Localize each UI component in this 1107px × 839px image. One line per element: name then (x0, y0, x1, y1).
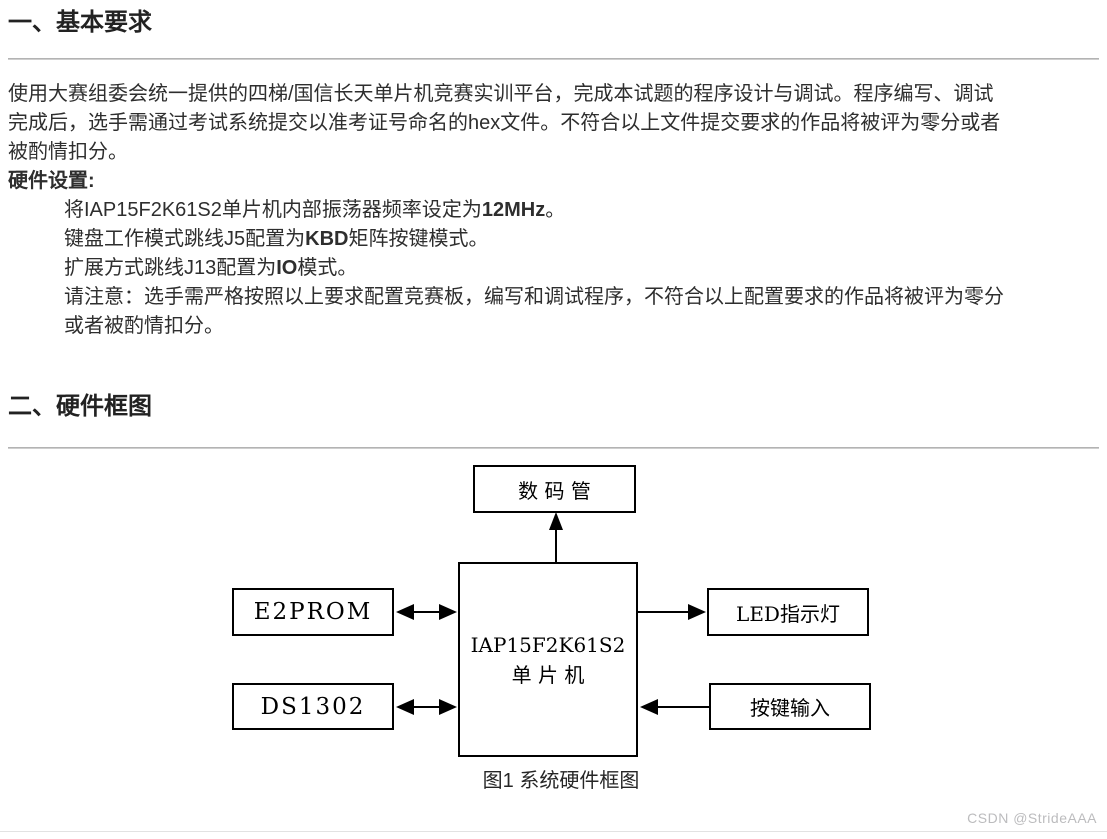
divider (8, 447, 1099, 449)
setup-line-text: 矩阵按键模式。 (348, 228, 489, 250)
setup-line: 扩展方式跳线J13配置为IO模式。 (8, 254, 1103, 283)
setup-line-text: 键盘工作模式跳线J5配置为 (64, 228, 306, 250)
block-label: IAP15F2K61S2 (470, 632, 626, 657)
section-title-basic-requirements: 一、基本要求 (8, 9, 152, 36)
block-label: E2PROM (253, 599, 373, 625)
paragraph-line: 完成后，选手需通过考试系统提交以准考证号命名的hex文件。不符合以上文件提交要求… (8, 112, 1001, 134)
setup-line: 或者被酌情扣分。 (8, 312, 1103, 341)
arrow-keys-to-mcu (640, 699, 709, 715)
setup-line-bold: KBD (305, 228, 349, 250)
setup-line-text: 将IAP15F2K61S2单片机内部振荡器频率设定为 (64, 199, 482, 221)
block-label: 数 码 管 (518, 478, 591, 503)
arrow-ds1302-mcu-bidirectional (396, 699, 457, 715)
arrow-mcu-to-led (638, 604, 706, 620)
diagram-arrows (396, 512, 709, 715)
section-title-hardware-diagram: 二、硬件框图 (8, 393, 152, 420)
block-digital-display: 数 码 管 (473, 465, 636, 513)
paragraph-line: 使用大赛组委会统一提供的四梯/国信长天单片机竞赛实训平台，完成本试题的程序设计与… (8, 83, 994, 105)
block-eeprom: E2PROM (232, 588, 394, 636)
setup-line-text: 扩展方式跳线J13配置为 (64, 257, 277, 279)
setup-line: 将IAP15F2K61S2单片机内部振荡器频率设定为12MHz。 (8, 196, 1103, 225)
block-label: 单 片 机 (511, 662, 585, 687)
block-led-indicator: LED指示灯 (707, 588, 869, 636)
figure-caption: 图1 系统硬件框图 (482, 770, 640, 792)
block-label: LED指示灯 (736, 601, 840, 626)
setup-line-text: 模式。 (297, 257, 358, 279)
paragraph-line: 被酌情扣分。 (8, 141, 128, 163)
block-label: 按键输入 (750, 696, 830, 720)
arrow-mcu-to-display (549, 512, 563, 562)
setup-line-text: 或者被酌情扣分。 (64, 315, 224, 337)
arrow-eeprom-mcu-bidirectional (396, 604, 457, 620)
setup-line-bold: IO (276, 257, 298, 279)
setup-line: 键盘工作模式跳线J5配置为KBD矩阵按键模式。 (8, 225, 1103, 254)
setup-line-bold: 12MHz (481, 199, 546, 221)
setup-line-text: 请注意：选手需严格按照以上要求配置竞赛板，编写和调试程序，不符合以上配置要求的作… (64, 286, 1004, 308)
setup-line-text: 。 (545, 199, 566, 221)
setup-line: 请注意：选手需严格按照以上要求配置竞赛板，编写和调试程序，不符合以上配置要求的作… (8, 283, 1103, 312)
block-ds1302: DS1302 (232, 683, 394, 730)
requirements-text: 使用大赛组委会统一提供的四梯/国信长天单片机竞赛实训平台，完成本试题的程序设计与… (8, 80, 1103, 341)
divider (8, 58, 1099, 60)
divider (0, 831, 1107, 832)
csdn-watermark: CSDN @StrideAAA (967, 810, 1097, 826)
block-mcu: IAP15F2K61S2 单 片 机 (458, 562, 638, 757)
hardware-block-diagram: 数 码 管 IAP15F2K61S2 单 片 机 E2PROM DS1302 L… (0, 449, 1107, 794)
block-label: DS1302 (260, 693, 366, 720)
block-key-input: 按键输入 (709, 683, 871, 730)
hardware-setup-label: 硬件设置: (8, 170, 95, 192)
